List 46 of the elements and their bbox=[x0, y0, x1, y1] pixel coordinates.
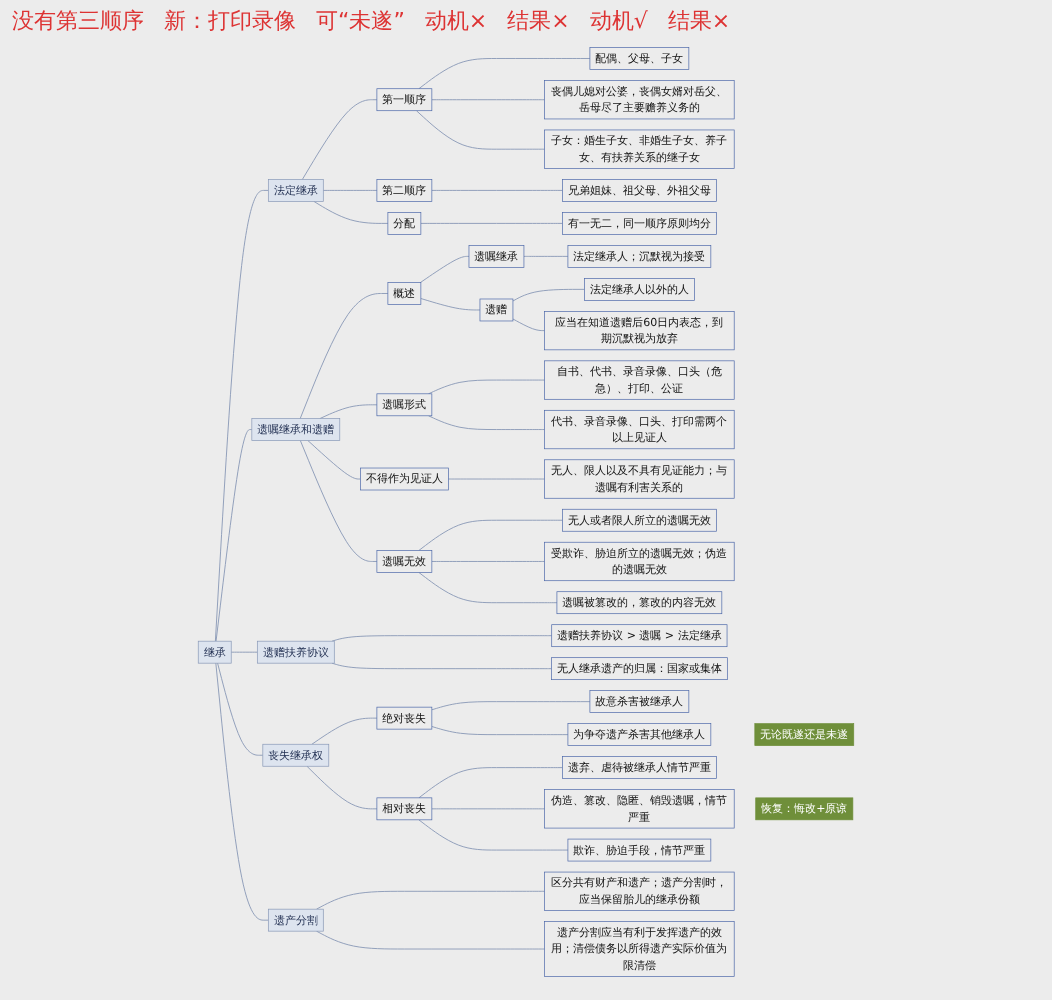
connector bbox=[322, 189, 378, 191]
connector bbox=[306, 765, 378, 810]
connector bbox=[418, 767, 563, 799]
connector bbox=[215, 662, 269, 921]
handwritten-note: 动机× bbox=[424, 6, 488, 36]
connector bbox=[431, 561, 545, 562]
handwritten-note: 结果× bbox=[507, 6, 570, 36]
connector bbox=[299, 440, 378, 562]
connector bbox=[215, 429, 253, 642]
connector bbox=[319, 404, 378, 419]
handwritten-note: 动机√ bbox=[589, 6, 648, 36]
connector bbox=[316, 890, 545, 910]
connector bbox=[416, 110, 545, 150]
connector bbox=[331, 635, 553, 642]
connector bbox=[418, 819, 569, 851]
handwritten-note: 新：打印录像 bbox=[164, 6, 296, 36]
connector bbox=[420, 255, 470, 283]
connector bbox=[428, 379, 545, 395]
connector bbox=[418, 572, 558, 604]
connector bbox=[447, 478, 545, 480]
connector bbox=[418, 58, 591, 90]
connector bbox=[512, 318, 545, 332]
handwritten-note: 结果× bbox=[667, 6, 731, 36]
connector bbox=[214, 189, 269, 642]
connector bbox=[420, 222, 563, 224]
connector bbox=[230, 651, 258, 653]
connector bbox=[431, 808, 545, 810]
connector bbox=[307, 440, 361, 480]
connector bbox=[418, 519, 563, 551]
connector bbox=[299, 293, 389, 419]
connector bbox=[311, 717, 378, 745]
connector bbox=[431, 726, 569, 736]
connector bbox=[313, 200, 389, 224]
connector bbox=[420, 298, 481, 311]
connector bbox=[431, 189, 563, 191]
connector bbox=[512, 288, 585, 302]
connector bbox=[431, 99, 545, 101]
connector bbox=[217, 662, 264, 756]
connector bbox=[523, 255, 569, 257]
handwritten-note: 没有第三顺序 bbox=[12, 6, 144, 36]
connector bbox=[301, 99, 378, 180]
connector bbox=[431, 701, 591, 711]
connector bbox=[428, 415, 545, 430]
handwritten-note: 可“未遂” bbox=[316, 6, 405, 36]
connector bbox=[316, 930, 545, 950]
connector bbox=[331, 662, 552, 670]
